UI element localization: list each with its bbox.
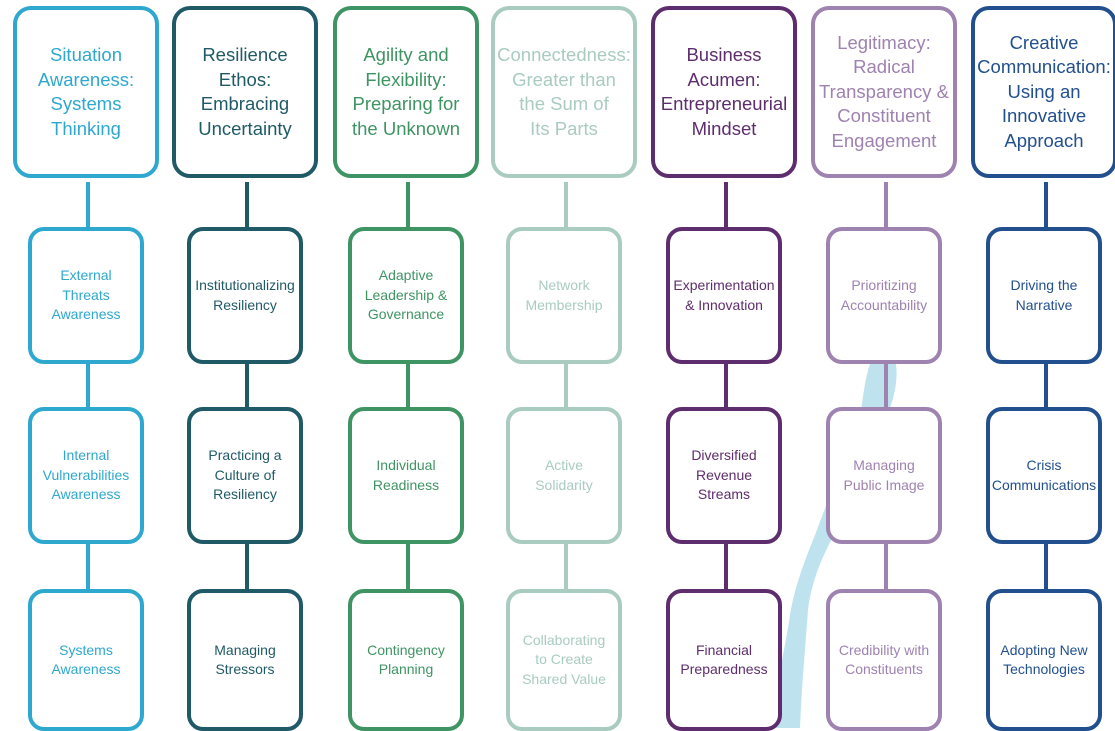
- connector-line: [406, 544, 410, 589]
- connector-line: [564, 182, 568, 227]
- capability-label: External Threats Awareness: [51, 267, 121, 323]
- connector-line: [724, 182, 728, 227]
- pillar-column: Creative Communication: Using an Innovat…: [971, 0, 1115, 731]
- connector-line: [406, 364, 410, 407]
- capability-label: Institutionalizing Resiliency: [195, 277, 295, 313]
- capability-box: Diversified Revenue Streams: [666, 407, 782, 544]
- capability-box: Adaptive Leadership & Governance: [348, 227, 464, 364]
- capability-label: Crisis Communications: [991, 457, 1097, 493]
- capability-box: Prioritizing Accountability: [826, 227, 942, 364]
- capability-box: Collaborating to Create Shared Value: [506, 589, 622, 731]
- capability-box: Active Solidarity: [506, 407, 622, 544]
- capability-box: Institutionalizing Resiliency: [187, 227, 303, 364]
- capability-label: Active Solidarity: [535, 457, 593, 493]
- capability-label: Internal Vulnerabilities Awareness: [42, 447, 130, 503]
- capability-label: Managing Stressors: [214, 641, 276, 678]
- capability-label: Systems Awareness: [51, 641, 121, 678]
- capability-box: Systems Awareness: [28, 589, 144, 731]
- pillar-heading-text: Legitimacy: Radical Transparency & Const…: [819, 31, 949, 151]
- capability-box: Managing Stressors: [187, 589, 303, 731]
- capability-box: Adopting New Technologies: [986, 589, 1102, 731]
- connector-line: [406, 182, 410, 227]
- capability-box: Practicing a Culture of Resiliency: [187, 407, 303, 544]
- connector-line: [86, 544, 90, 589]
- capability-box: Managing Public Image: [826, 407, 942, 544]
- pillar-column: Business Acumen: Entrepreneurial Mindset…: [651, 0, 801, 731]
- pillar-heading-box: Business Acumen: Entrepreneurial Mindset: [651, 6, 797, 178]
- connector-line: [884, 544, 888, 589]
- capability-box: Experimentation & Innovation: [666, 227, 782, 364]
- capability-box: Financial Preparedness: [666, 589, 782, 731]
- pillar-heading-box: Situation Awareness: Systems Thinking: [13, 6, 159, 178]
- pillar-heading-box: Connectedness: Greater than the Sum of I…: [491, 6, 637, 178]
- capability-label: Adaptive Leadership & Governance: [364, 267, 448, 323]
- capability-label: Credibility with Constituents: [838, 641, 930, 678]
- capability-label: Driving the Narrative: [1010, 277, 1078, 313]
- capability-label: Collaborating to Create Shared Value: [522, 631, 606, 687]
- connector-line: [86, 182, 90, 227]
- connector-line: [86, 364, 90, 407]
- pillar-column: Connectedness: Greater than the Sum of I…: [491, 0, 641, 731]
- capability-label: Individual Readiness: [372, 457, 440, 493]
- capability-label: Network Membership: [525, 277, 603, 313]
- capability-box: Internal Vulnerabilities Awareness: [28, 407, 144, 544]
- pillar-heading-text: Situation Awareness: Systems Thinking: [37, 44, 135, 139]
- pillar-heading-box: Agility and Flexibility: Preparing for t…: [333, 6, 479, 178]
- capability-label: Managing Public Image: [843, 457, 925, 493]
- connector-line: [1044, 182, 1048, 227]
- capability-label: Financial Preparedness: [680, 641, 768, 678]
- connector-line: [564, 544, 568, 589]
- connector-line: [245, 544, 249, 589]
- pillar-heading-box: Resilience Ethos: Embracing Uncertainty: [172, 6, 318, 178]
- pillar-heading-text: Agility and Flexibility: Preparing for t…: [352, 44, 460, 139]
- capability-label: Adopting New Technologies: [1000, 641, 1088, 678]
- connector-line: [724, 544, 728, 589]
- pillar-heading-text: Resilience Ethos: Embracing Uncertainty: [198, 44, 292, 139]
- connector-line: [724, 364, 728, 407]
- capability-label: Contingency Planning: [367, 641, 445, 678]
- capability-box: Credibility with Constituents: [826, 589, 942, 731]
- capability-box: External Threats Awareness: [28, 227, 144, 364]
- pillar-heading-text: Business Acumen: Entrepreneurial Mindset: [660, 44, 788, 139]
- capability-box: Network Membership: [506, 227, 622, 364]
- connector-line: [884, 364, 888, 407]
- pillar-heading-box: Legitimacy: Radical Transparency & Const…: [811, 6, 957, 178]
- capability-box: Driving the Narrative: [986, 227, 1102, 364]
- pillar-column: Legitimacy: Radical Transparency & Const…: [811, 0, 961, 731]
- capability-label: Prioritizing Accountability: [840, 277, 928, 313]
- capability-box: Crisis Communications: [986, 407, 1102, 544]
- capability-label: Diversified Revenue Streams: [691, 447, 757, 503]
- pillar-heading-box: Creative Communication: Using an Innovat…: [971, 6, 1115, 178]
- connector-line: [1044, 364, 1048, 407]
- connector-line: [245, 364, 249, 407]
- connector-line: [564, 364, 568, 407]
- pillar-column: Agility and Flexibility: Preparing for t…: [333, 0, 483, 731]
- connector-line: [884, 182, 888, 227]
- pillar-heading-text: Connectedness: Greater than the Sum of I…: [497, 44, 631, 139]
- capability-label: Experimentation & Innovation: [673, 277, 775, 313]
- pillar-heading-text: Creative Communication: Using an Innovat…: [977, 31, 1111, 151]
- capability-box: Contingency Planning: [348, 589, 464, 731]
- connector-line: [245, 182, 249, 227]
- capability-box: Individual Readiness: [348, 407, 464, 544]
- capability-label: Practicing a Culture of Resiliency: [208, 447, 282, 503]
- connector-line: [1044, 544, 1048, 589]
